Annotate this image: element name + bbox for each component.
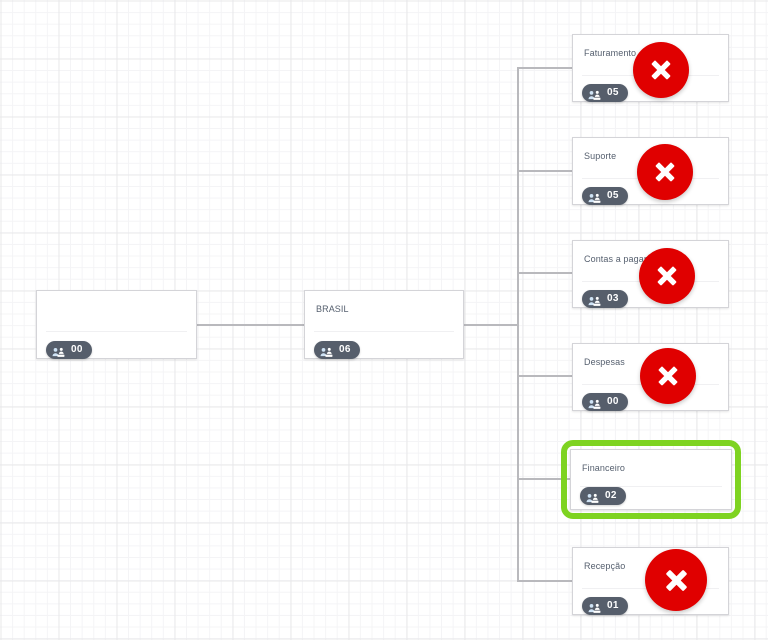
connector-branch-financeiro	[517, 478, 573, 480]
org-node-title: Despesas	[584, 357, 625, 367]
users-group-icon	[588, 88, 602, 100]
connector-branch-faturamento	[517, 67, 573, 69]
users-group-icon	[588, 294, 602, 306]
connector-branch-despesas	[517, 375, 573, 377]
org-node-title: Faturamento	[584, 48, 637, 58]
red-x-circle-icon[interactable]	[645, 549, 707, 611]
red-x-circle-icon[interactable]	[640, 348, 696, 404]
employee-count-badge[interactable]: 01	[582, 597, 628, 615]
org-node-title: BRASIL	[316, 304, 349, 314]
org-node-title: Recepção	[584, 561, 626, 571]
employee-count-value: 05	[607, 190, 619, 201]
users-group-icon	[588, 191, 602, 203]
red-x-circle-icon[interactable]	[637, 144, 693, 200]
employee-count-value: 00	[71, 344, 83, 355]
employee-count-value: 06	[339, 344, 351, 355]
connector-brasil-to-trunk	[463, 324, 519, 326]
connector-branch-recepcao	[517, 580, 573, 582]
red-x-circle-icon[interactable]	[633, 42, 689, 98]
users-group-icon	[586, 491, 600, 503]
node-divider	[580, 486, 722, 487]
employee-count-value: 03	[607, 293, 619, 304]
users-group-icon	[52, 345, 66, 357]
employee-count-value: 05	[607, 87, 619, 98]
users-group-icon	[588, 397, 602, 409]
connector-branch-suporte	[517, 170, 573, 172]
connector-root-to-brasil	[197, 324, 305, 326]
employee-count-badge[interactable]: 00	[46, 341, 92, 359]
org-node-title: Contas a pagar	[584, 254, 647, 264]
employee-count-value: 00	[607, 396, 619, 407]
employee-count-value: 02	[605, 490, 617, 501]
red-x-circle-icon[interactable]	[639, 248, 695, 304]
connector-branch-contas-a-pagar	[517, 272, 573, 274]
node-divider	[46, 331, 187, 332]
org-node-title: Financeiro	[582, 463, 626, 473]
employee-count-badge[interactable]: 03	[582, 290, 628, 308]
employee-count-badge[interactable]: 05	[582, 187, 628, 205]
employee-count-badge[interactable]: 05	[582, 84, 628, 102]
users-group-icon	[320, 345, 334, 357]
employee-count-badge[interactable]: 06	[314, 341, 360, 359]
employee-count-value: 01	[607, 600, 619, 611]
org-node-brasil[interactable]: BRASIL 06	[304, 290, 464, 359]
employee-count-badge[interactable]: 00	[582, 393, 628, 411]
users-group-icon	[588, 601, 602, 613]
org-node-root-empty[interactable]: 00	[36, 290, 197, 359]
org-node-title: Suporte	[584, 151, 617, 161]
org-node-financeiro[interactable]: Financeiro 02	[570, 449, 732, 510]
connector-trunk	[517, 67, 519, 580]
node-divider	[314, 331, 454, 332]
employee-count-badge[interactable]: 02	[580, 487, 626, 505]
